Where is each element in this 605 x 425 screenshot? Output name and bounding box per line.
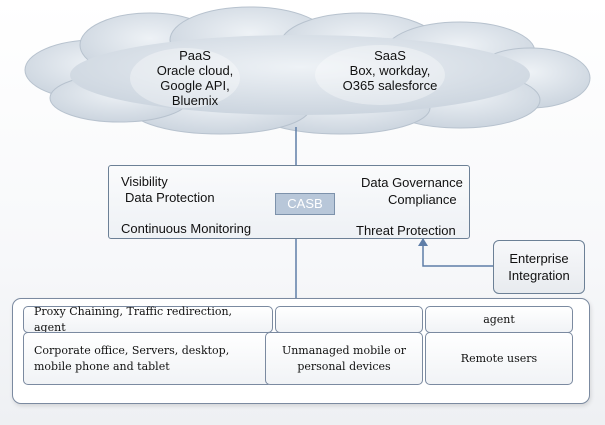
visibility-label: Visibility — [121, 174, 168, 189]
casb-chip: CASB — [275, 193, 335, 215]
endpoints-container: Proxy Chaining, Traffic redirection, age… — [12, 298, 590, 404]
saas-label: SaaS Box, workday, O365 salesforce — [325, 48, 455, 93]
paas-label: PaaS Oracle cloud, Google API, Bluemix — [145, 48, 245, 108]
remote-users-text: Remote users — [460, 351, 538, 365]
paas-line-4: Bluemix — [171, 93, 219, 108]
corporate-cell: Corporate office, Servers, desktop, mobi… — [23, 332, 273, 385]
corporate-line-1: Corporate office, Servers, desktop, — [34, 343, 230, 357]
agent-text: agent — [483, 312, 515, 326]
cloud-shape — [24, 6, 591, 135]
cloud-inner-puffs — [130, 45, 445, 108]
enterprise-integration-box: Enterprise Integration — [493, 240, 585, 294]
connector-enterprise-casb — [422, 243, 493, 267]
unmanaged-line-2: personal devices — [297, 359, 391, 373]
proxy-cell: Proxy Chaining, Traffic redirection, age… — [23, 304, 273, 334]
saas-line-2: Box, workday, — [349, 63, 431, 78]
agent-cell: agent — [425, 306, 573, 333]
paas-line-2: Oracle cloud, — [156, 63, 234, 78]
continuous-monitoring-label: Continuous Monitoring — [121, 221, 252, 236]
data-protection-label: Data Protection — [125, 190, 215, 205]
middle-top-cell — [275, 306, 423, 333]
corporate-line-2: mobile phone and tablet — [34, 359, 170, 373]
paas-line-1: PaaS — [179, 48, 211, 63]
arrowhead — [418, 238, 428, 246]
casb-panel: Visibility Data Protection Continuous Mo… — [108, 165, 470, 239]
data-governance-label: Data Governance — [361, 175, 463, 190]
remote-users-cell: Remote users — [425, 332, 573, 385]
saas-line-3: O365 salesforce — [342, 78, 438, 93]
proxy-text: Proxy Chaining, Traffic redirection, age… — [34, 304, 233, 334]
enterprise-line-2: Integration — [508, 268, 570, 283]
compliance-label: Compliance — [388, 192, 457, 207]
unmanaged-cell: Unmanaged mobile or personal devices — [265, 332, 423, 385]
paas-line-3: Google API, — [160, 78, 230, 93]
threat-protection-label: Threat Protection — [356, 223, 456, 238]
saas-line-1: SaaS — [374, 48, 406, 63]
enterprise-line-1: Enterprise — [509, 251, 569, 266]
unmanaged-line-1: Unmanaged mobile or — [281, 343, 407, 357]
